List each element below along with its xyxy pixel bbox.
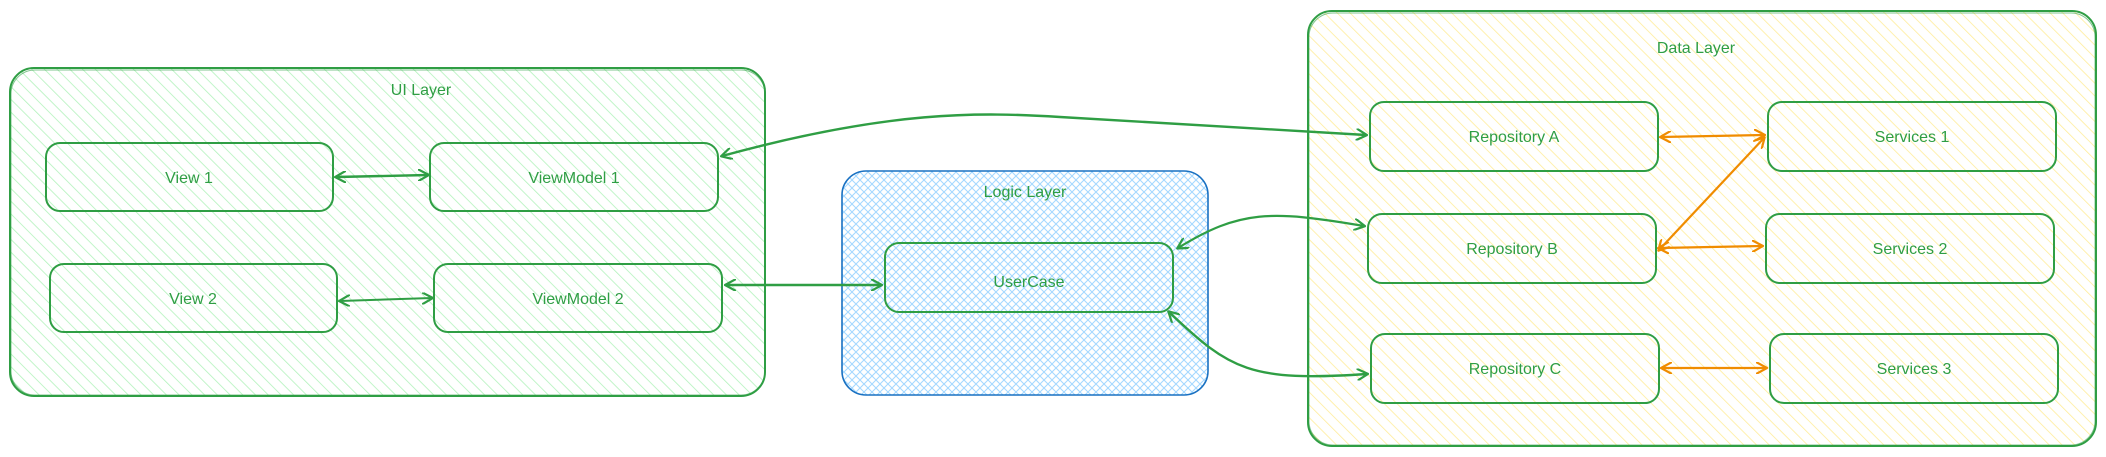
arrow-repository-b-services-2 — [1659, 246, 1762, 248]
usecase-box[interactable]: UserCase — [884, 242, 1174, 313]
data-layer: Data Layer Repository A Repository B Rep… — [1307, 10, 2097, 447]
services-2-box[interactable]: Services 2 — [1765, 213, 2055, 284]
arrow-viewmodel1-repository-a — [722, 113, 1366, 156]
arrow-repository-b-services-1 — [1659, 138, 1764, 250]
repository-c-label: Repository C — [1469, 361, 1561, 378]
ui-layer-container — [9, 67, 766, 397]
services-3-box[interactable]: Services 3 — [1769, 333, 2059, 404]
view-2-box[interactable]: View 2 — [49, 263, 338, 333]
data-layer-title: Data Layer — [1657, 40, 1736, 57]
ui-layer-title: UI Layer — [391, 82, 452, 99]
arrow-view1-viewmodel1 — [336, 175, 428, 177]
services-3-label: Services 3 — [1877, 361, 1952, 378]
ui-layer: UI Layer View 1 ViewModel 1 View 2 ViewM… — [9, 67, 766, 397]
repository-a-label: Repository A — [1469, 129, 1560, 146]
viewmodel-2-label: ViewModel 2 — [532, 291, 623, 308]
repository-b-box[interactable]: Repository B — [1367, 213, 1657, 284]
view-1-box[interactable]: View 1 — [45, 142, 334, 212]
repository-b-label: Repository B — [1466, 241, 1558, 258]
view-1-label: View 1 — [165, 170, 213, 187]
view-2-label: View 2 — [169, 291, 217, 308]
arrow-usecase-repository-c — [1169, 312, 1367, 376]
logic-layer-title: Logic Layer — [984, 184, 1067, 201]
services-1-box[interactable]: Services 1 — [1767, 101, 2057, 172]
data-layer-container — [1307, 10, 2097, 447]
viewmodel-1-label: ViewModel 1 — [528, 170, 619, 187]
repository-c-box[interactable]: Repository C — [1370, 333, 1660, 404]
arrow-view2-viewmodel2 — [340, 298, 432, 301]
services-1-label: Services 1 — [1875, 129, 1950, 146]
connectors — [336, 113, 1766, 376]
services-2-label: Services 2 — [1873, 241, 1948, 258]
arrow-usecase-repository-b — [1178, 214, 1364, 248]
usecase-label: UserCase — [993, 274, 1064, 291]
logic-layer: Logic Layer UserCase — [841, 170, 1209, 396]
